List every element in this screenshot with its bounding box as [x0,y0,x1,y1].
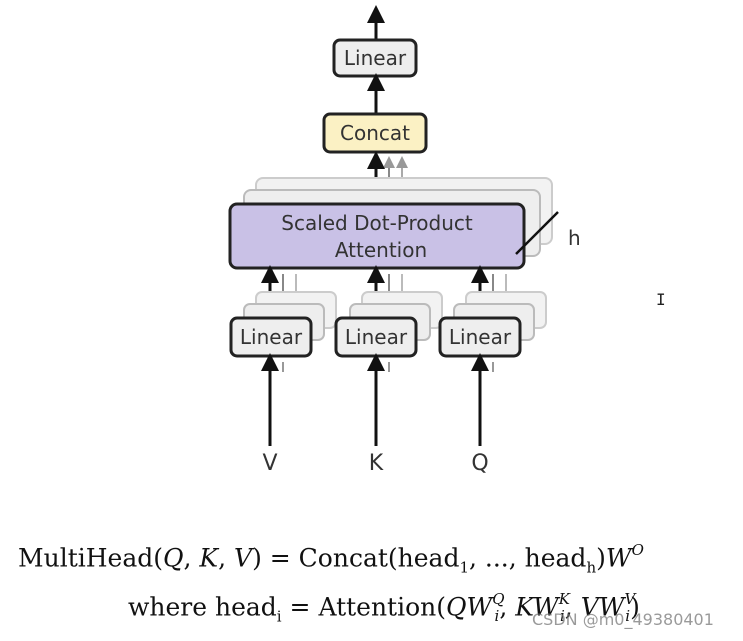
heads-label: h [568,226,581,250]
linear-q-box: Linear [438,316,522,358]
top-linear-box: Linear [332,38,418,78]
text-cursor-icon: I [656,290,666,309]
linear-q-label: Linear [449,325,512,349]
multihead-formula: MultiHead(Q, K, V) = Concat(head1, ..., … [18,541,644,577]
input-k-label: K [369,451,384,476]
concat-box: Concat [322,112,428,154]
linear-v-label: Linear [240,325,303,349]
multi-head-attention-diagram: Linear Concat Scaled Dot-Product Attenti… [228,5,581,476]
csdn-watermark: CSDN @m0_49380401 [532,610,714,629]
input-q-label: Q [471,451,488,476]
input-v-label: V [262,451,277,476]
linear-k-box: Linear [334,316,418,358]
top-linear-label: Linear [344,46,407,70]
attention-box: Scaled Dot-Product Attention [228,202,526,270]
attention-label-line1: Scaled Dot-Product [281,211,473,235]
attention-label-line2: Attention [335,238,427,262]
linear-v-box: Linear [229,316,313,358]
concat-label: Concat [340,121,410,145]
head-formula: where headi = Attention(QWQi, KWKi, VWVi… [128,590,640,626]
linear-k-label: Linear [345,325,408,349]
heads-bracket [515,211,559,255]
